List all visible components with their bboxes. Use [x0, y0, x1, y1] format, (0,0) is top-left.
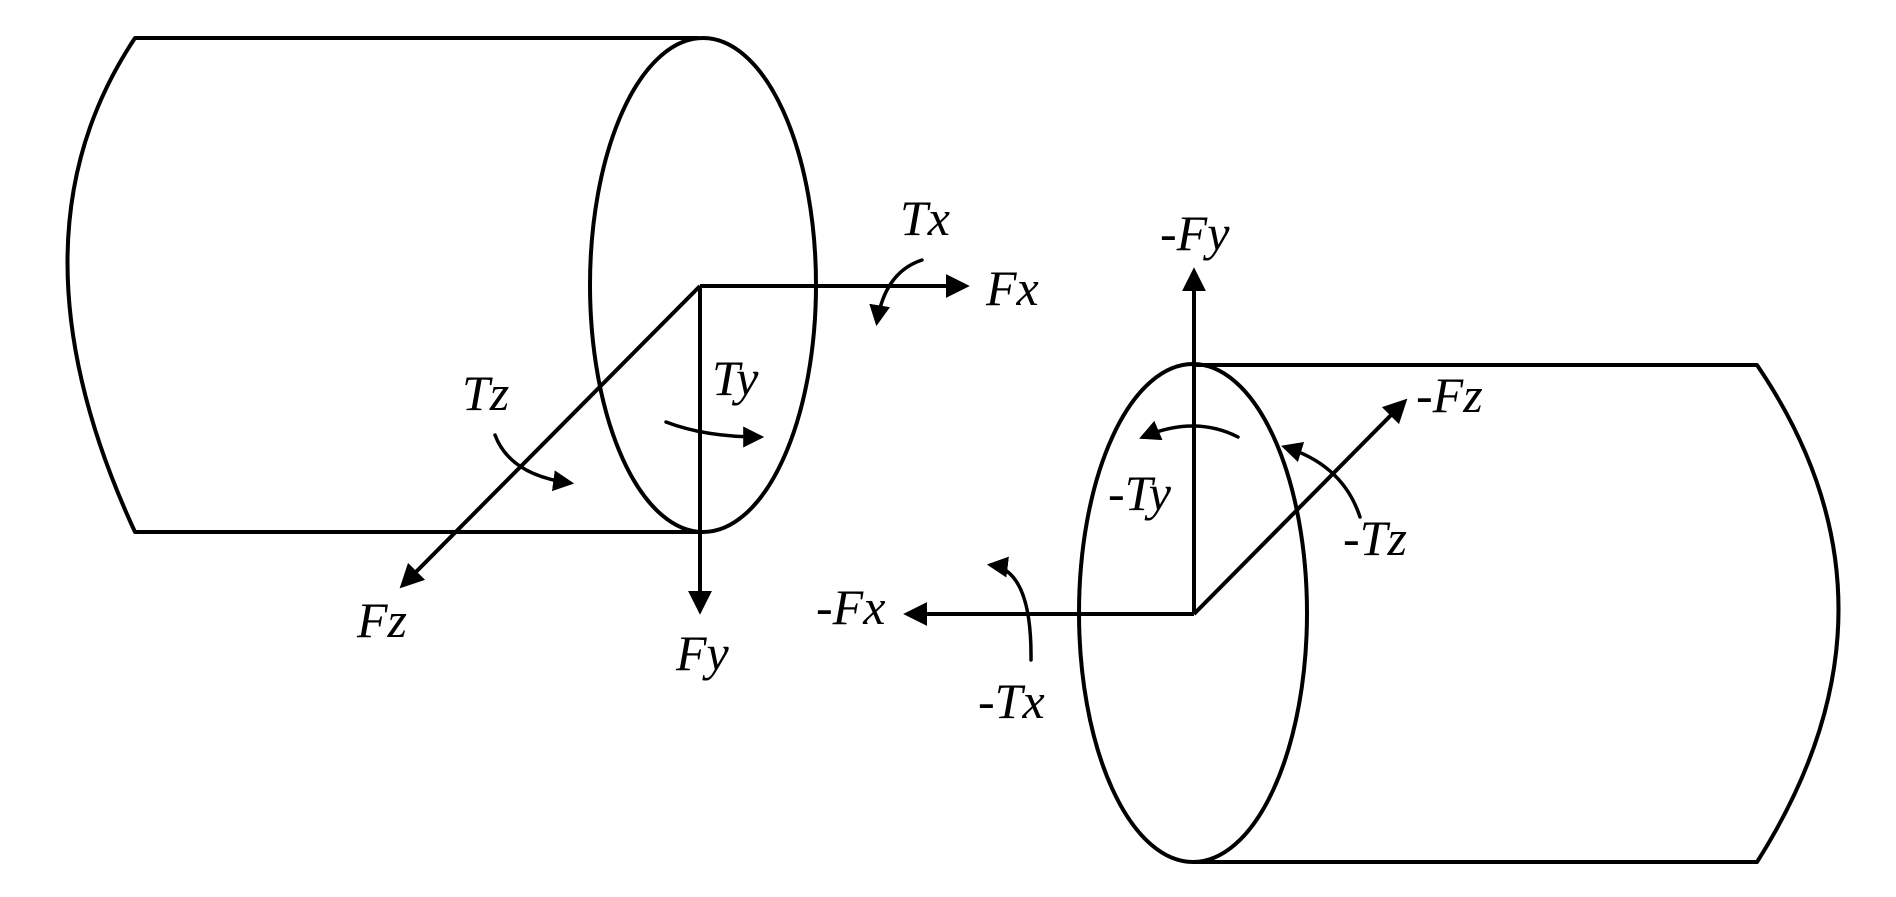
right-ty-label: -Ty — [1108, 465, 1172, 521]
right-fz-label: -Fz — [1416, 367, 1483, 423]
right-cylinder-body — [1193, 363, 1841, 864]
left-fx-label: Fx — [985, 260, 1039, 316]
left-tz-label: Tz — [462, 365, 509, 421]
right-tx-label: -Tx — [978, 673, 1045, 729]
right-tz-label: -Tz — [1343, 510, 1407, 566]
right-ty-curl — [1139, 420, 1240, 441]
left-ty-curl — [664, 420, 765, 448]
right-body: -Fy -Fz -Ty -Tz -Fx -Tx — [816, 205, 1841, 864]
left-cylinder-body — [65, 36, 700, 534]
left-tz-curl — [493, 433, 575, 492]
left-fz-arrow — [399, 284, 702, 589]
left-ty-label: Ty — [712, 350, 759, 406]
right-tz-curl — [1280, 441, 1362, 519]
left-fz-label: Fz — [356, 592, 407, 648]
right-fy-label: -Fy — [1160, 205, 1230, 261]
right-fz-arrow — [1192, 398, 1408, 616]
left-tx-curl — [869, 258, 924, 327]
right-fx-label: -Fx — [816, 579, 885, 635]
right-tx-curl — [986, 556, 1033, 662]
left-body: Tx Fx Ty Tz Fz Fy — [65, 36, 1039, 681]
left-fy-label: Fy — [675, 625, 730, 681]
left-tx-label: Tx — [900, 190, 950, 246]
